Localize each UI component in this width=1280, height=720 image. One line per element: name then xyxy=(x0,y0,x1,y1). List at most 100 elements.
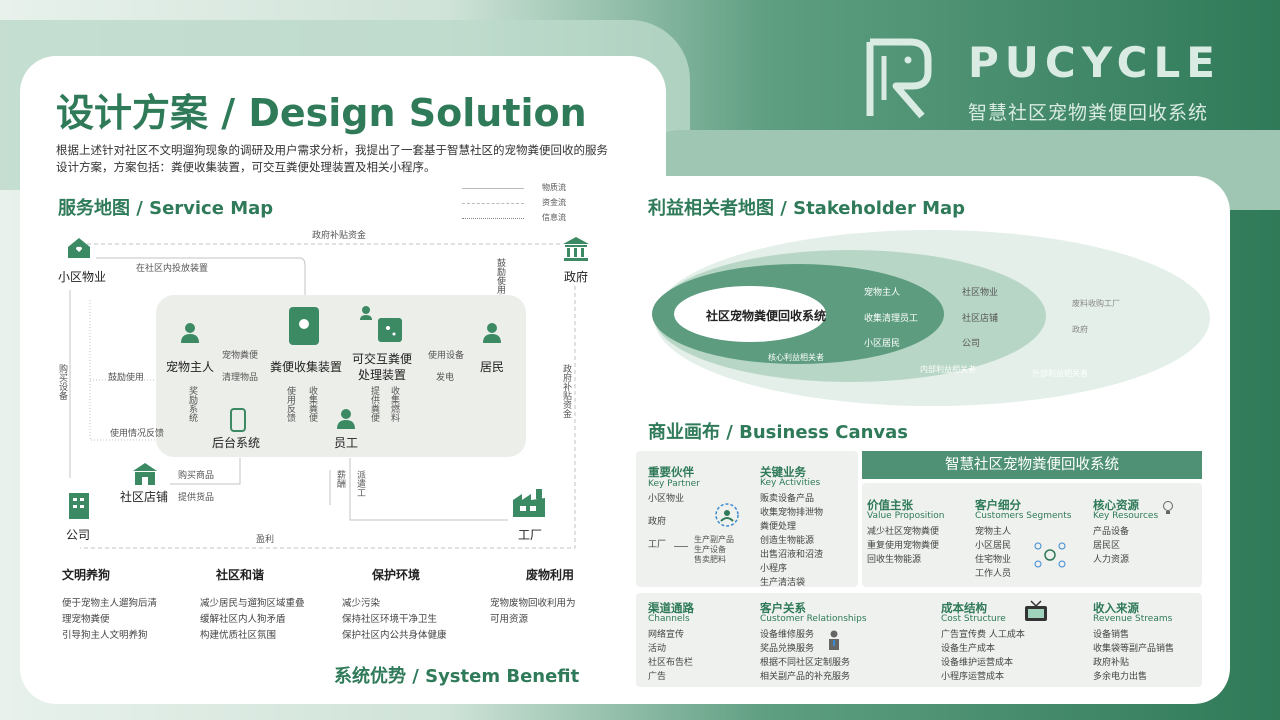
channels-heading: 渠道通路 xyxy=(648,601,694,615)
benefit-item: 构建优质社区氛围 xyxy=(200,630,277,641)
channel-item: 广告 xyxy=(648,672,667,682)
cost-item: 小程序运营成本 xyxy=(941,672,1005,682)
person-icon xyxy=(829,630,839,650)
resource-item: 居民区 xyxy=(1093,541,1121,551)
pet-owner-icon xyxy=(181,323,199,343)
key-activities-en: Key Activities xyxy=(760,478,821,488)
stakeholder-inner-ring-item: 社区店铺 xyxy=(962,314,999,324)
stakeholder-outer-ring-item: 废料收购工厂 xyxy=(1072,299,1120,308)
brand-subtitle: 智慧社区宠物粪便回收系统 xyxy=(968,102,1209,124)
resources-en: Key Resources xyxy=(1093,511,1159,521)
service-map-title: 服务地图 / Service Map xyxy=(58,198,274,219)
phone-icon xyxy=(230,408,246,432)
node-gov: 政府 xyxy=(564,270,589,284)
node-resident: 居民 xyxy=(480,360,505,374)
node-worker: 员工 xyxy=(334,436,359,450)
legend-money: 资金流 xyxy=(542,198,566,207)
stakeholder-label-outer: 外部利益相关者 xyxy=(1032,369,1088,378)
edge-use-feedback: 使用反馈 xyxy=(285,386,295,422)
benefit-item: 可用资源 xyxy=(490,614,529,625)
value-item: 减少社区宠物粪便 xyxy=(867,527,940,537)
factory-item: 生产副产品 xyxy=(694,535,734,544)
benefit-item: 理宠物粪便 xyxy=(62,614,110,625)
key-activities-heading: 关键业务 xyxy=(760,465,806,479)
stakeholder-core-ring-item: 收集清理员工 xyxy=(864,314,919,324)
company-icon xyxy=(69,493,89,519)
revenue-item: 政府补贴 xyxy=(1093,658,1130,668)
edge-supply-goods: 提供货品 xyxy=(178,493,215,503)
benefit-item: 便于宠物主人遛狗后清 xyxy=(62,598,158,609)
resident-icon xyxy=(483,323,501,343)
edge-collect-fuel: 收集燃料 xyxy=(389,386,399,422)
node-owner: 宠物主人 xyxy=(166,360,215,374)
edge-place: 在社区内投放装置 xyxy=(136,264,209,274)
key-activity-item: 粪便处理 xyxy=(760,522,797,532)
edge-collect-feces2: 提供粪便 xyxy=(369,386,379,422)
revenue-item: 多余电力出售 xyxy=(1093,672,1148,682)
benefit-item: 保护社区内公共身体健康 xyxy=(342,630,447,641)
key-partner-item: 小区物业 xyxy=(648,494,685,504)
stakeholder-inner-ring-item: 公司 xyxy=(962,339,981,349)
segment-item: 工作人员 xyxy=(975,569,1012,579)
canvas-top-right-box xyxy=(862,483,1202,587)
system-benefit-title: 系统优势 / System Benefit xyxy=(334,666,580,687)
intro-text: 根据上述针对社区不文明遛狗现象的调研及用户需求分析，我提出了一套基于智慧社区的宠… xyxy=(56,143,608,174)
edge-usage-feedback: 使用情况反馈 xyxy=(110,429,165,439)
cost-heading: 成本结构 xyxy=(941,601,987,615)
segment-item: 住宅物业 xyxy=(975,555,1012,565)
node-company: 公司 xyxy=(66,528,91,542)
edge-encourage-use: 鼓励使用 xyxy=(495,258,505,294)
edge-profit: 盈利 xyxy=(256,535,275,545)
edge-sell-feces: 宠物粪便 xyxy=(222,351,259,361)
benefit-head-3: 保护环境 xyxy=(372,568,421,582)
canvas-top-left-box xyxy=(636,451,858,587)
relationship-item: 根据不同社区定制服务 xyxy=(760,658,851,668)
value-heading: 价值主张 xyxy=(867,498,913,512)
shop-icon xyxy=(133,463,157,485)
key-partner-heading: 重要伙伴 xyxy=(648,465,694,479)
factory-item: 售卖肥料 xyxy=(694,555,726,564)
worker-icon xyxy=(337,409,355,429)
node-processor-line1: 可交互粪便 xyxy=(352,352,413,366)
factory-icon xyxy=(513,489,545,517)
edge-reward: 奖励系统 xyxy=(187,386,197,422)
key-activity-item: 贩卖设备产品 xyxy=(760,494,815,504)
segments-en: Customers Segments xyxy=(975,511,1072,521)
benefit-item: 引导狗主人文明养狗 xyxy=(62,630,148,641)
edge-collect-feces: 收集粪便 xyxy=(307,386,317,422)
key-partner-item: 政府 xyxy=(648,517,667,527)
canvas-banner: 智慧社区宠物粪便回收系统 xyxy=(862,451,1202,479)
government-icon xyxy=(563,237,589,261)
edge-clean: 清理物品 xyxy=(222,373,259,383)
stakeholder-inner-ring-item: 社区物业 xyxy=(962,288,999,298)
key-activity-item: 创造生物能源 xyxy=(760,536,815,546)
legend-material-line xyxy=(462,188,524,189)
edge-buy-device: 购买设备 xyxy=(57,364,67,400)
edge-subsidy: 政府补贴资金 xyxy=(312,231,367,241)
node-processor-line2: 处理装置 xyxy=(358,368,407,382)
revenue-en: Revenue Streams xyxy=(1093,614,1173,624)
benefit-item: 保持社区环境干净卫生 xyxy=(342,614,438,625)
node-property: 小区物业 xyxy=(58,270,107,284)
key-activity-item: 生产清洁袋 xyxy=(760,578,806,588)
value-item: 重复使用宠物粪便 xyxy=(867,541,940,551)
edge-buy-goods: 购买商品 xyxy=(178,471,215,481)
network-icon xyxy=(1034,542,1066,568)
stakeholder-core-ring-item: 小区居民 xyxy=(864,339,901,349)
cost-item: 设备生产成本 xyxy=(941,644,996,654)
stakeholder-ellipses xyxy=(652,230,1210,406)
benefit-item: 缓解社区内人狗矛盾 xyxy=(200,614,286,625)
segment-item: 宠物主人 xyxy=(975,527,1012,537)
factory-item: 生产设备 xyxy=(694,545,726,554)
relationship-item: 相关副产品的补充服务 xyxy=(760,672,851,682)
key-activity-item: 小程序 xyxy=(760,564,788,574)
revenue-heading: 收入来源 xyxy=(1093,601,1139,615)
lightbulb-icon xyxy=(1163,501,1173,514)
node-factory: 工厂 xyxy=(518,528,543,542)
benefit-head-1: 文明养狗 xyxy=(62,568,111,582)
key-activity-item: 收集宠物排泄物 xyxy=(760,508,824,518)
edge-power: 发电 xyxy=(436,373,455,383)
segment-item: 小区居民 xyxy=(975,541,1012,551)
relationships-en: Customer Relationships xyxy=(760,614,867,624)
relationship-item: 奖品兑换服务 xyxy=(760,644,815,654)
